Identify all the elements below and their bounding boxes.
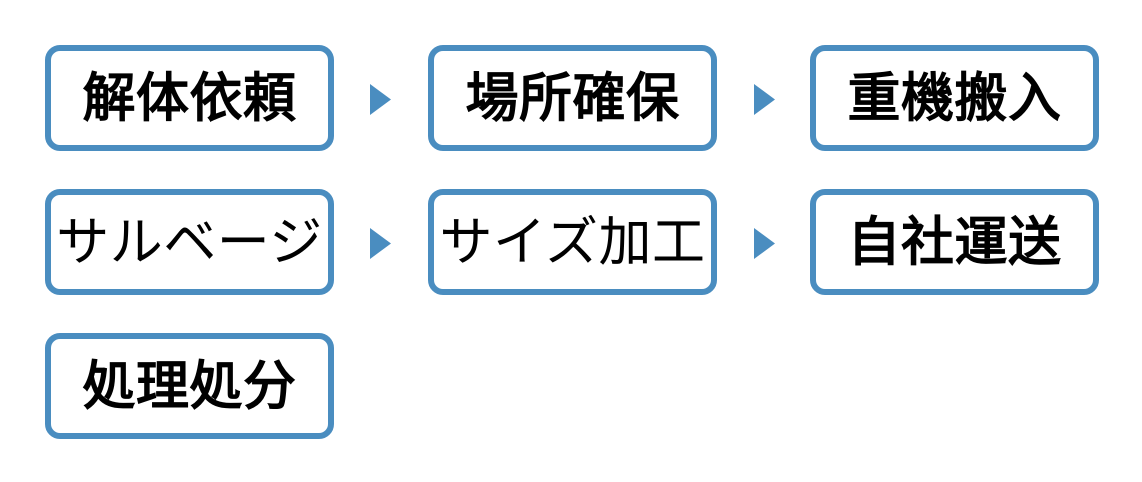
flow-step-box-r2c0[interactable]: 処理処分: [45, 333, 334, 439]
flow-step-box-r0c0[interactable]: 解体依頼: [45, 45, 334, 151]
flow-step-box-r1c0[interactable]: サルベージ: [45, 189, 334, 295]
arrow-right-triangle-icon: [754, 84, 775, 115]
flow-step-label: 自社運送: [847, 211, 1062, 273]
arrow-right-triangle-icon: [370, 84, 391, 115]
flow-step-label: 処理処分: [82, 355, 297, 417]
flow-step-label: サルベージ: [56, 211, 323, 273]
flow-step-label: サイズ加工: [439, 211, 706, 273]
flow-step-label: 解体依頼: [82, 67, 297, 129]
arrow-right-triangle-icon: [370, 228, 391, 259]
flow-step-box-r1c2[interactable]: 自社運送: [810, 189, 1099, 295]
flow-step-box-r0c1[interactable]: 場所確保: [428, 45, 717, 151]
flow-step-box-r1c1[interactable]: サイズ加工: [428, 189, 717, 295]
flow-step-label: 重機搬入: [847, 67, 1062, 129]
arrow-right-triangle-icon: [754, 228, 775, 259]
flow-step-box-r0c2[interactable]: 重機搬入: [810, 45, 1099, 151]
flow-step-label: 場所確保: [465, 67, 680, 129]
